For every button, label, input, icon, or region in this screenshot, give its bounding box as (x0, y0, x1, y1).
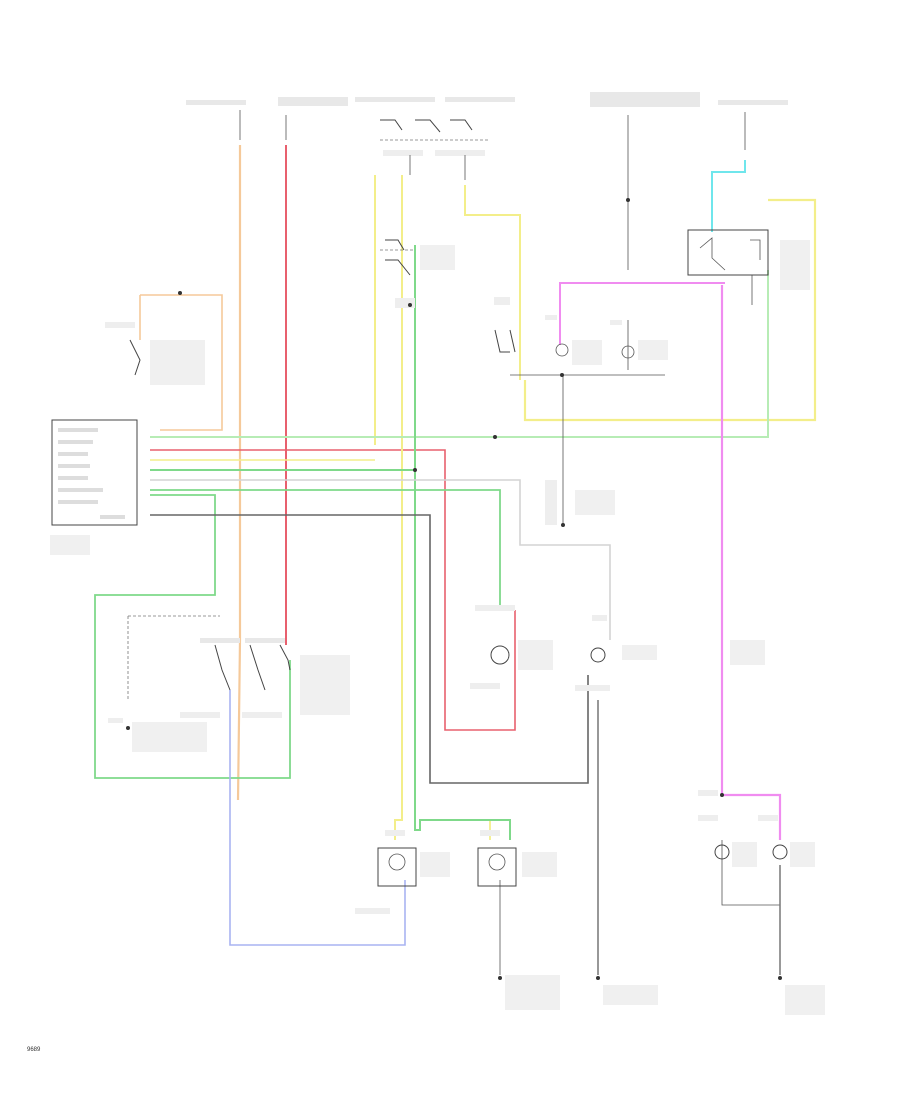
splice-points (408, 198, 724, 797)
fuse-source-3 (355, 97, 515, 102)
ground-bottom-right (778, 976, 825, 1015)
wire-orange (236, 145, 242, 801)
ground-bottom-mid (596, 976, 658, 1005)
right-headlamp (477, 830, 557, 887)
fuse-source-4 (590, 92, 700, 140)
headlight-switch-lower (127, 615, 350, 718)
wire-blue (229, 690, 406, 946)
wire-red (150, 145, 516, 731)
ground-lower-left (108, 718, 207, 752)
relay-right-mid (494, 297, 516, 353)
drl-resistor (470, 605, 553, 689)
ground-left-headlamp (355, 908, 390, 914)
lower-right-lamps (698, 640, 815, 867)
lighting-module-box (50, 419, 138, 555)
connector-center (545, 480, 615, 525)
daytime-relay (687, 229, 810, 290)
wire-black (499, 140, 781, 975)
wire-tan-loop (139, 294, 223, 431)
fuse-source-5 (718, 100, 788, 150)
fuse-source-2 (278, 97, 348, 140)
diode (575, 615, 657, 691)
left-headlamp (377, 830, 450, 887)
headlight-relay-mid (380, 239, 455, 308)
park-brake-switch (105, 291, 205, 385)
wire-lightgray (150, 479, 611, 640)
wire-pink (559, 282, 782, 840)
ground-bottom-left (498, 975, 560, 1010)
diagram-code: 9689 (27, 1047, 41, 1053)
indicator-lamps-top (545, 315, 668, 365)
wire-lightgreen (150, 270, 769, 438)
fuse-source-1 (186, 100, 246, 140)
wire-gray (150, 514, 589, 784)
wire-cyan (711, 160, 746, 232)
headlight-switch-top (380, 119, 490, 180)
